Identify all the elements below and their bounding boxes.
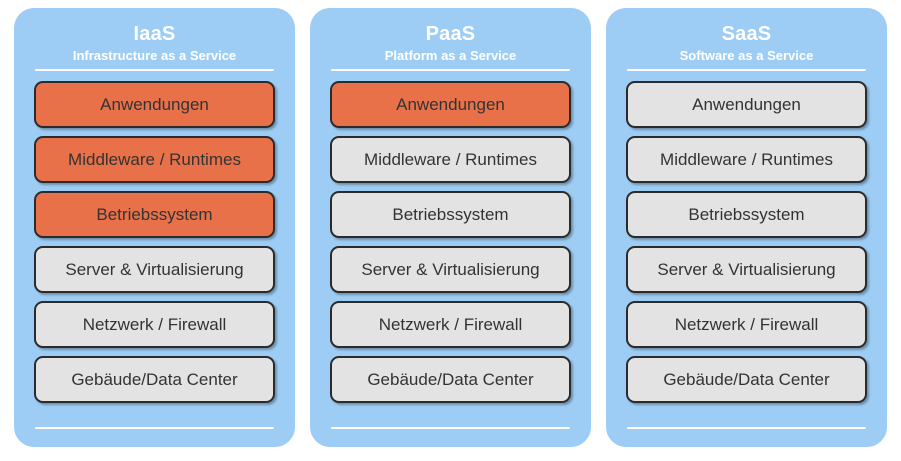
footer-divider-saas	[627, 427, 866, 429]
layer-box: Netzwerk / Firewall	[34, 301, 275, 348]
layer-box: Gebäude/Data Center	[34, 356, 275, 403]
panel-title-iaas: IaaS	[133, 23, 176, 45]
layer-stack-saas: Anwendungen Middleware / Runtimes Betrie…	[626, 71, 867, 424]
header-divider-iaas	[35, 69, 274, 71]
layer-box: Server & Virtualisierung	[34, 246, 275, 293]
panel-footer-paas	[330, 429, 571, 447]
layer-box: Gebäude/Data Center	[330, 356, 571, 403]
layer-box: Betriebssystem	[34, 191, 275, 238]
layer-box: Anwendungen	[626, 81, 867, 128]
footer-divider-paas	[331, 427, 570, 429]
layer-box: Middleware / Runtimes	[34, 136, 275, 183]
layer-box: Anwendungen	[330, 81, 571, 128]
panel-footer-saas	[626, 429, 867, 447]
layer-box: Server & Virtualisierung	[330, 246, 571, 293]
panel-header-paas: PaaS Platform as a Service	[330, 8, 571, 71]
panel-header-saas: SaaS Software as a Service	[626, 8, 867, 71]
panel-subtitle-saas: Software as a Service	[679, 48, 814, 63]
panel-title-saas: SaaS	[721, 23, 772, 45]
footer-divider-iaas	[35, 427, 274, 429]
layer-box: Middleware / Runtimes	[626, 136, 867, 183]
panel-paas: PaaS Platform as a Service Anwendungen M…	[310, 8, 591, 447]
layer-box: Anwendungen	[34, 81, 275, 128]
header-divider-saas	[627, 69, 866, 71]
layer-box: Gebäude/Data Center	[626, 356, 867, 403]
layer-box: Netzwerk / Firewall	[330, 301, 571, 348]
layer-box: Netzwerk / Firewall	[626, 301, 867, 348]
panel-footer-iaas	[34, 429, 275, 447]
layer-box: Betriebssystem	[626, 191, 867, 238]
panel-saas: SaaS Software as a Service Anwendungen M…	[606, 8, 887, 447]
panel-subtitle-paas: Platform as a Service	[384, 48, 517, 63]
layer-box: Betriebssystem	[330, 191, 571, 238]
layer-stack-iaas: Anwendungen Middleware / Runtimes Betrie…	[34, 71, 275, 424]
panel-header-iaas: IaaS Infrastructure as a Service	[34, 8, 275, 71]
layer-box: Server & Virtualisierung	[626, 246, 867, 293]
layer-box: Middleware / Runtimes	[330, 136, 571, 183]
header-divider-paas	[331, 69, 570, 71]
panel-subtitle-iaas: Infrastructure as a Service	[72, 48, 237, 63]
layer-stack-paas: Anwendungen Middleware / Runtimes Betrie…	[330, 71, 571, 424]
panel-title-paas: PaaS	[425, 23, 476, 45]
panel-iaas: IaaS Infrastructure as a Service Anwendu…	[14, 8, 295, 447]
